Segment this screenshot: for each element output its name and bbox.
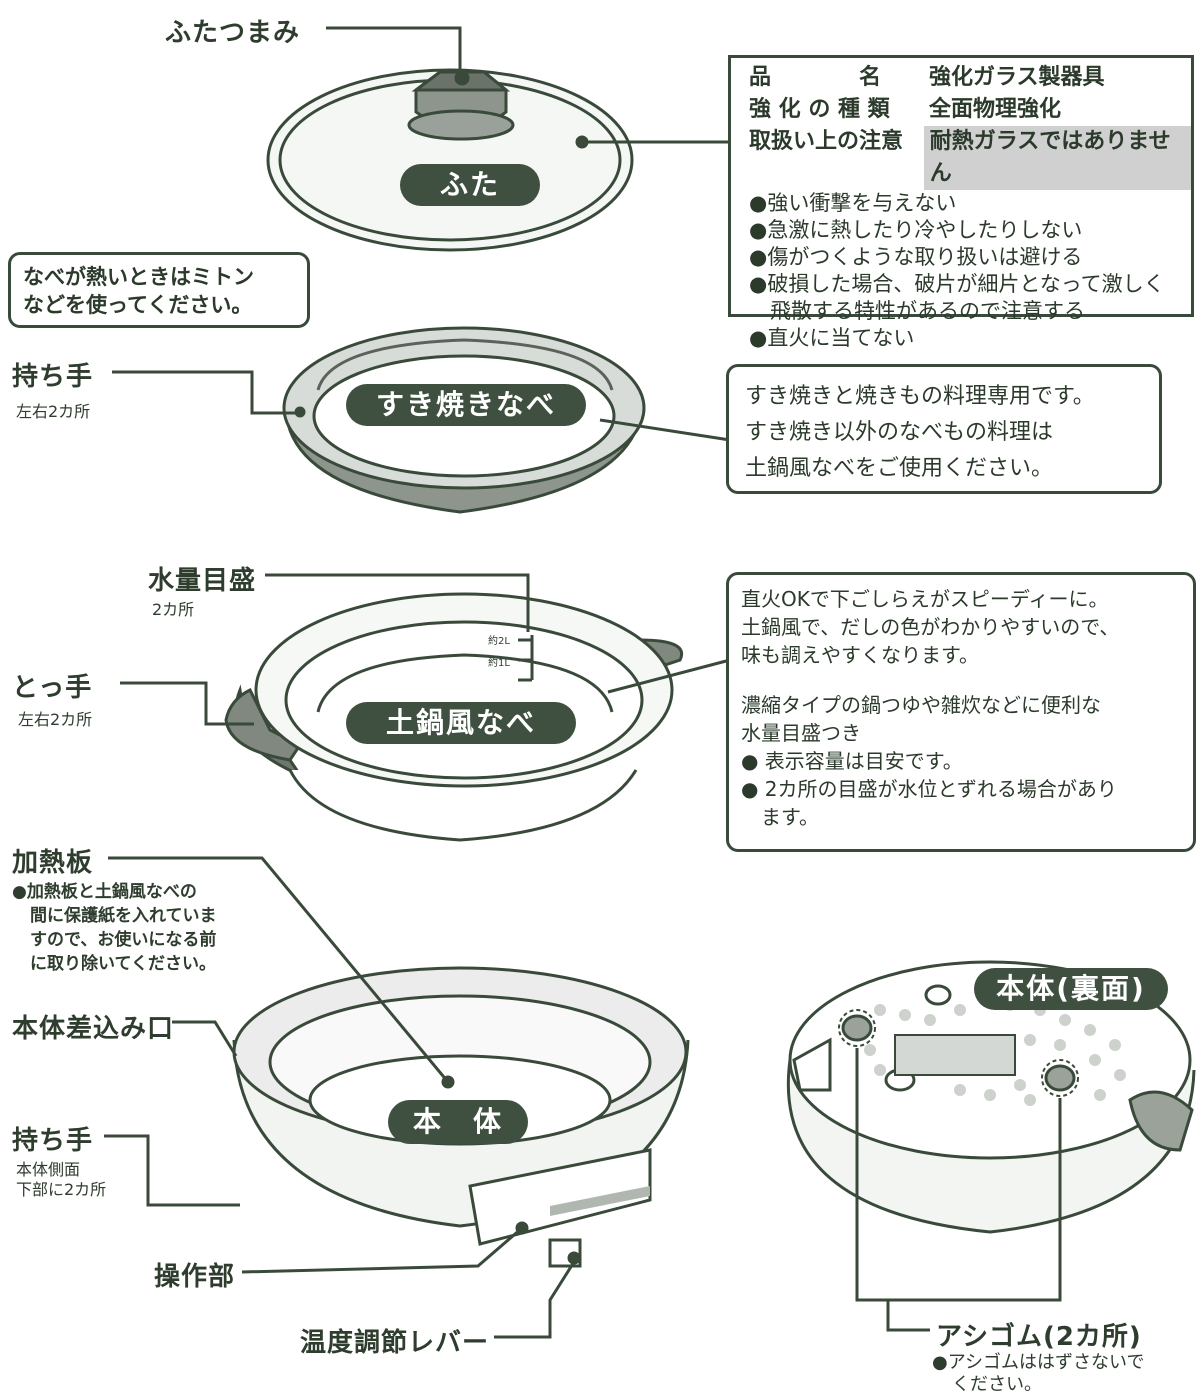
spec-caution-key: 取扱い上の注意 — [749, 129, 904, 154]
label-body-handle: 持ち手 — [12, 1126, 94, 1156]
spec-name-value: 強化ガラス製器具 — [929, 65, 1105, 90]
label-water-scale: 水量目盛 — [148, 566, 257, 596]
spec-bullet-5: 飛散する特性があるので注意する — [749, 299, 1085, 323]
sukiyaki-note-line-3: 土鍋風なべをご使用ください。 — [745, 456, 1054, 481]
scale-2l-mark: 約2L — [488, 636, 510, 647]
body-handle-note: 本体側面 下部に2カ所 — [16, 1160, 106, 1200]
spec-bullet-6: ●直火に当てない — [749, 326, 915, 350]
donabe-note-line-3: 味も調えやすくなります。 — [741, 643, 979, 667]
donabe-note-line-1: 直火OKで下ごしらえがスピーディーに。 — [741, 587, 1109, 611]
mitten-note-line-2: などを使ってください。 — [23, 293, 253, 317]
main-body-illustration — [232, 966, 690, 1268]
heating-plate-note-1: ●加熱板と土鍋風なべの — [12, 882, 197, 902]
mitten-note: なべが熱いときはミトン などを使ってください。 — [8, 252, 310, 328]
rubber-feet-note: ●アシゴムははずさないで ください。 — [932, 1352, 1144, 1396]
sukiyaki-note-line-2: すき焼き以外のなべもの料理は — [745, 420, 1054, 445]
body-underside-illustration — [786, 960, 1196, 1234]
label-water-scale-sub: 2カ所 — [152, 600, 195, 619]
heating-plate-note-3: すので、お使いになる前 — [30, 930, 217, 950]
rubber-feet-note-2: ください。 — [952, 1374, 1042, 1395]
donabe-note-line-6: ● 表示容量は目安です。 — [741, 749, 963, 773]
spec-name-key: 品 名 — [749, 65, 882, 90]
donabe-note-line-7: ● 2カ所の目盛が水位とずれる場合があり — [741, 777, 1117, 801]
heating-plate-note-4: に取り除いてください。 — [30, 954, 216, 974]
label-temperature-lever: 温度調節レバー — [300, 1328, 490, 1358]
label-rubber-feet: アシゴム(2カ所) — [936, 1322, 1142, 1352]
sukiyaki-note-line-1: すき焼きと焼きもの料理専用です。 — [745, 384, 1095, 409]
label-body-socket: 本体差込み口 — [12, 1014, 175, 1044]
label-heating-plate: 加熱板 — [12, 848, 94, 878]
label-side-handle: とっ手 — [12, 673, 93, 703]
spec-bullet-4: ●破損した場合、破片が細片となって激しく — [749, 272, 1165, 296]
label-handle-top: 持ち手 — [12, 362, 94, 392]
spec-caution-value: 耐熱ガラスではありません — [923, 126, 1191, 190]
spec-bullet-2: ●急激に熱したり冷やしたりしない — [749, 218, 1083, 242]
pill-main-body: 本 体 — [388, 1100, 528, 1144]
lid-illustration — [266, 68, 634, 252]
spec-type-value: 全面物理強化 — [929, 97, 1062, 122]
spec-type-key: 強 化 の 種 類 — [749, 97, 890, 122]
pill-lid: ふた — [400, 164, 540, 206]
underside-dots — [864, 994, 1126, 1106]
donabe-note-line-5: 水量目盛つき — [741, 721, 861, 745]
sukiyaki-note: すき焼きと焼きもの料理専用です。 すき焼き以外のなべもの料理は 土鍋風なべをご使… — [726, 364, 1162, 494]
body-handle-note-1: 本体側面 — [16, 1160, 81, 1179]
pill-body-underside: 本体(裏面) — [974, 968, 1168, 1010]
spec-bullet-3: ●傷がつくような取り扱いは避ける — [749, 245, 1083, 269]
label-side-handle-sub: 左右2カ所 — [18, 710, 93, 729]
pill-donabe: 土鍋風なべ — [346, 702, 576, 744]
label-control-panel: 操作部 — [154, 1262, 236, 1292]
donabe-note-line-4: 濃縮タイプの鍋つゆや雑炊などに便利な — [741, 693, 1101, 717]
glass-spec-box: 品 名 強化ガラス製器具 強 化 の 種 類 全面物理強化 取扱い上の注意耐熱ガラス… — [728, 55, 1194, 350]
donabe-note: 直火OKで下ごしらえがスピーディーに。 土鍋風で、だしの色がわかりやすいので、 … — [726, 572, 1196, 852]
mitten-note-line-1: なべが熱いときはミトン — [23, 265, 254, 289]
label-lid-knob: ふたつまみ — [165, 18, 301, 48]
rubber-feet-note-1: ●アシゴムははずさないで — [932, 1352, 1145, 1373]
label-handle-top-sub: 左右2カ所 — [16, 402, 91, 421]
donabe-note-line-8: ます。 — [741, 805, 819, 829]
heating-plate-note: ●加熱板と土鍋風なべの 間に保護紙を入れていま すので、お使いになる前 に取り除… — [12, 880, 217, 976]
spec-bullet-1: ●強い衝撃を与えない — [749, 191, 957, 215]
heating-plate-note-2: 間に保護紙を入れていま — [30, 906, 217, 926]
body-handle-note-2: 下部に2カ所 — [16, 1180, 107, 1199]
pill-sukiyaki-pan: すき焼きなべ — [346, 384, 586, 426]
donabe-note-line-2: 土鍋風で、だしの色がわかりやすいので、 — [741, 615, 1120, 639]
scale-1l-mark: 約1L — [488, 658, 510, 669]
